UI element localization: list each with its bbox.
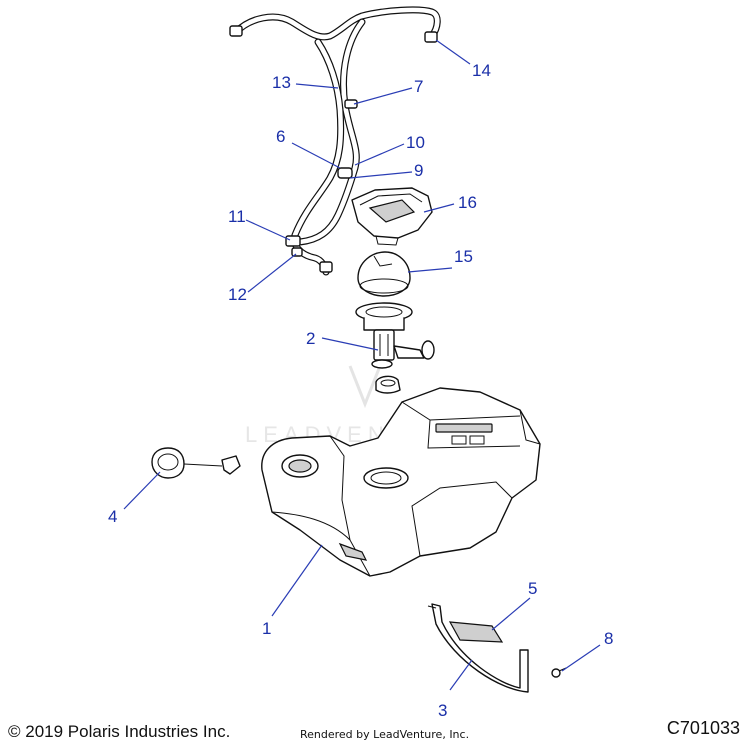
tank-strap-3 (427, 603, 529, 693)
callout-16: 16 (458, 193, 477, 212)
callout-11: 11 (228, 207, 246, 226)
fuel-line-assembly (229, 6, 441, 276)
callout-9: 9 (414, 161, 423, 180)
rendered-by-text: Rendered by LeadVenture, Inc. (300, 728, 470, 741)
callout-14: 14 (472, 61, 491, 80)
hose-connector-end (229, 25, 243, 37)
callout-2: 2 (306, 329, 315, 348)
bolt-8 (551, 667, 567, 678)
pump-cover-16 (351, 187, 433, 246)
callout-3: 3 (438, 701, 447, 720)
hose-clip-11 (285, 235, 301, 247)
callout-8: 8 (604, 629, 613, 648)
pump-fitting (375, 375, 401, 394)
hose-tee-connector (337, 167, 353, 179)
callout-15: 15 (454, 247, 473, 266)
strap-pad-5 (448, 621, 504, 643)
callout-4: 4 (108, 507, 117, 526)
fuel-cap-4 (151, 447, 241, 479)
callout-12: 12 (228, 285, 247, 304)
callout-10: 10 (406, 133, 425, 152)
hose-outlet-fitting (319, 261, 333, 273)
watermark-logo (348, 365, 382, 409)
pump-dome-15 (357, 251, 411, 297)
callout-6: 6 (276, 127, 285, 146)
callout-13: 13 (272, 73, 291, 92)
copyright-text: © 2019 Polaris Industries Inc. (8, 722, 231, 741)
hose-clamp-7 (344, 99, 358, 109)
callout-7: 7 (414, 77, 423, 96)
hose-end-fitting (424, 31, 438, 43)
fuel-tank-1 (261, 387, 541, 577)
hose-clip-12 (291, 247, 303, 257)
diagram-code: C701033 (666, 718, 740, 738)
fuel-pump-2 (355, 302, 435, 369)
callout-1: 1 (262, 619, 271, 638)
leader-lines (123, 39, 601, 691)
callout-5: 5 (528, 579, 537, 598)
